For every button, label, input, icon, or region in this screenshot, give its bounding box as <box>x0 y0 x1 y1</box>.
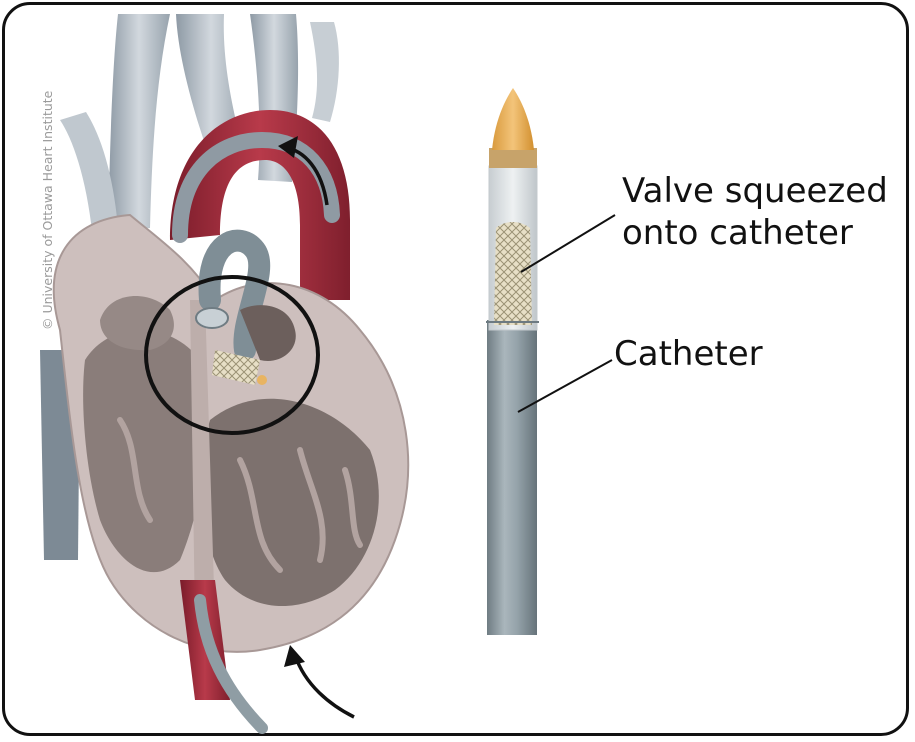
crimped-valve <box>494 222 532 325</box>
flow-arrow-bottom <box>284 645 354 717</box>
catheter-label: Catheter <box>614 333 763 375</box>
catheter-nose-cone <box>492 88 534 150</box>
catheter-shaft <box>487 320 537 635</box>
catheter-tip-band <box>489 148 537 168</box>
valve-label: Valve squeezed onto catheter <box>622 170 888 254</box>
copyright-credit: © University of Ottawa Heart Institute <box>40 91 55 330</box>
heart-illustration <box>40 14 408 728</box>
catheter-detail <box>486 88 539 635</box>
